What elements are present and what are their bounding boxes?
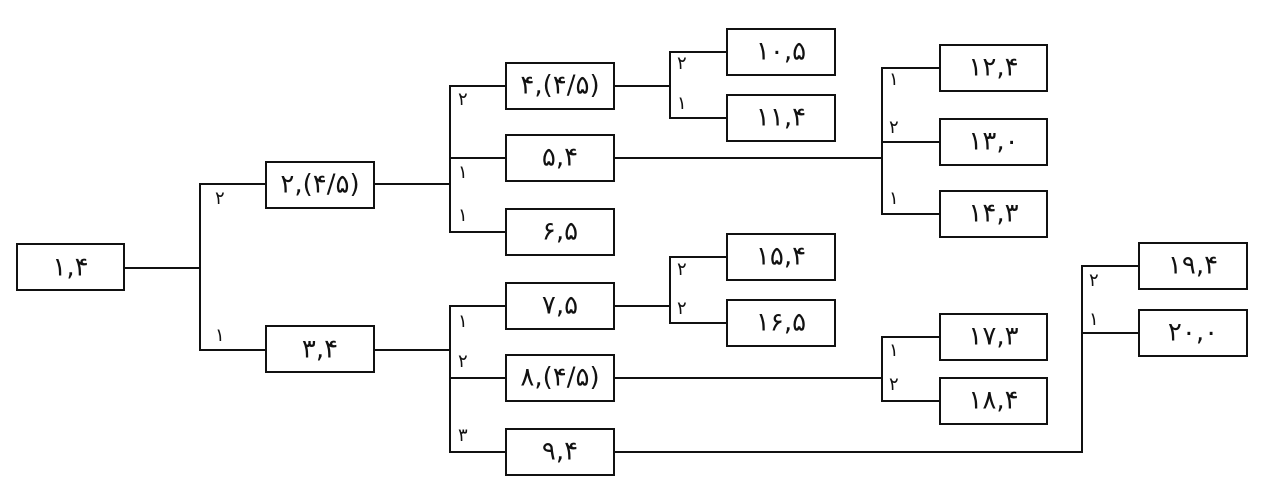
node-5: ۵,۴: [505, 134, 615, 182]
edge-label-4-11: ۱: [677, 93, 687, 114]
node-9-label: ۹,۴: [542, 437, 578, 467]
edge-4-10: [614, 51, 727, 87]
edge-3-7: [374, 305, 506, 351]
edge-label-1-2: ۲: [215, 188, 225, 209]
edge-label-4-10: ۲: [677, 53, 687, 74]
edge-9-19: [1081, 265, 1139, 333]
node-19: ۱۹,۴: [1138, 242, 1248, 290]
node-12-label: ۱۲,۴: [968, 53, 1018, 83]
nodes: ۱,۴ ۲,(۴/۵) ۳,۴ ۴,(۴/۵) ۵,۴ ۶,۵ ۷,۵: [16, 28, 1248, 476]
node-11: ۱۱,۴: [726, 94, 836, 142]
connectors: [124, 51, 1139, 453]
edge-label-8-18: ۲: [889, 374, 899, 395]
node-6-label: ۶,۵: [542, 217, 578, 247]
node-1-label: ۱,۴: [52, 253, 88, 283]
node-11-label: ۱۱,۴: [756, 103, 806, 133]
edge-label-5-14: ۱: [889, 188, 899, 209]
edge-labels: ۲ ۱ ۲ ۱ ۱ ۲ ۱ ۱ ۲ ۱ ۱ ۲ ۳ ۲ ۲ ۱ ۲ ۲ ۱: [215, 53, 1099, 446]
edge-7-16: [669, 306, 727, 324]
node-20: ۲۰,۰: [1138, 309, 1248, 357]
edge-5-14: [881, 158, 940, 215]
node-17-label: ۱۷,۳: [968, 322, 1018, 352]
node-9: ۹,۴: [505, 428, 615, 476]
node-5-label: ۵,۴: [542, 143, 578, 173]
edge-label-8-17: ۱: [889, 340, 899, 361]
edge-label-5-12: ۱: [889, 69, 899, 90]
node-13: ۱۳,۰: [939, 118, 1048, 166]
node-2-label: ۲,(۴/۵): [280, 170, 359, 200]
node-16: ۱۶,۵: [726, 299, 836, 347]
node-8-label: ۸,(۴/۵): [520, 363, 599, 393]
node-18: ۱۸,۴: [939, 377, 1048, 425]
node-7-label: ۷,۵: [542, 291, 578, 321]
edge-label-3-9: ۳: [458, 425, 468, 446]
node-18-label: ۱۸,۴: [968, 386, 1018, 416]
node-6: ۶,۵: [505, 208, 615, 256]
node-14-label: ۱۴,۳: [968, 199, 1018, 229]
node-3: ۳,۴: [265, 325, 375, 373]
edge-5-13: [614, 141, 940, 159]
node-17: ۱۷,۳: [939, 313, 1048, 361]
edge-label-2-5: ۱: [458, 162, 468, 183]
node-3-label: ۳,۴: [302, 335, 338, 365]
edge-label-2-6: ۱: [458, 205, 468, 226]
edge-5-12: [881, 67, 940, 158]
edge-8-17: [614, 336, 940, 379]
node-7: ۷,۵: [505, 282, 615, 330]
edge-3-9: [449, 350, 506, 453]
edge-label-2-4: ۲: [458, 89, 468, 110]
node-12: ۱۲,۴: [939, 44, 1048, 92]
edge-label-3-8: ۲: [458, 351, 468, 372]
node-2: ۲,(۴/۵): [265, 161, 375, 209]
edge-7-15: [614, 256, 727, 307]
edge-2-6: [449, 184, 506, 233]
edge-label-9-19: ۲: [1089, 270, 1099, 291]
node-4-label: ۴,(۴/۵): [520, 71, 599, 101]
node-15: ۱۵,۴: [726, 233, 836, 281]
node-10-label: ۱۰,۵: [756, 37, 806, 67]
edge-label-3-7: ۱: [458, 311, 468, 332]
node-14: ۱۴,۳: [939, 190, 1048, 238]
edge-label-1-3: ۱: [215, 325, 225, 346]
edge-4-11: [669, 86, 727, 119]
node-20-label: ۲۰,۰: [1168, 318, 1218, 348]
node-8: ۸,(۴/۵): [505, 354, 615, 402]
node-1: ۱,۴: [16, 243, 125, 291]
node-10: ۱۰,۵: [726, 28, 836, 76]
edge-8-18: [881, 378, 940, 402]
edge-label-9-20: ۱: [1089, 309, 1099, 330]
edge-1-2: [124, 183, 266, 269]
node-16-label: ۱۶,۵: [756, 308, 806, 338]
edge-label-5-13: ۲: [889, 117, 899, 138]
edge-label-7-15: ۲: [677, 259, 687, 280]
node-4: ۴,(۴/۵): [505, 62, 615, 110]
edge-1-3: [199, 268, 266, 351]
edge-2-4: [374, 85, 506, 185]
node-15-label: ۱۵,۴: [756, 242, 806, 272]
node-19-label: ۱۹,۴: [1168, 251, 1218, 281]
edge-2-5: [449, 157, 506, 184]
node-13-label: ۱۳,۰: [968, 127, 1018, 157]
edge-9-20: [614, 332, 1139, 453]
edge-label-7-16: ۲: [677, 298, 687, 319]
